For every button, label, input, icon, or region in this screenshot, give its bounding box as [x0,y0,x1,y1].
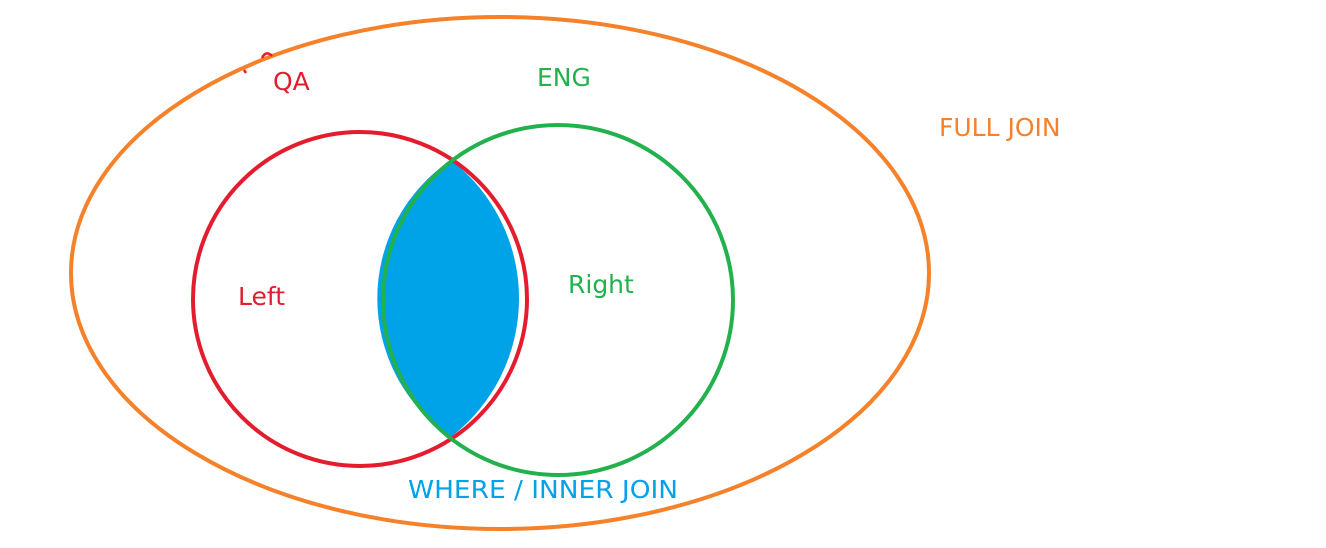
left-circle [191,130,529,468]
eng-label: ENG [537,63,591,92]
stray-mark [260,52,273,59]
left-label: Left [238,282,285,311]
inner-join-region [377,160,520,437]
full-join-label: FULL JOIN [939,113,1061,142]
inner-join-label: WHERE / INNER JOIN [408,475,678,504]
full-join-ellipse [69,15,931,531]
stray-mark-dot [242,69,248,74]
right-circle [381,123,735,477]
qa-label: QA [273,67,310,96]
right-label: Right [568,270,634,299]
